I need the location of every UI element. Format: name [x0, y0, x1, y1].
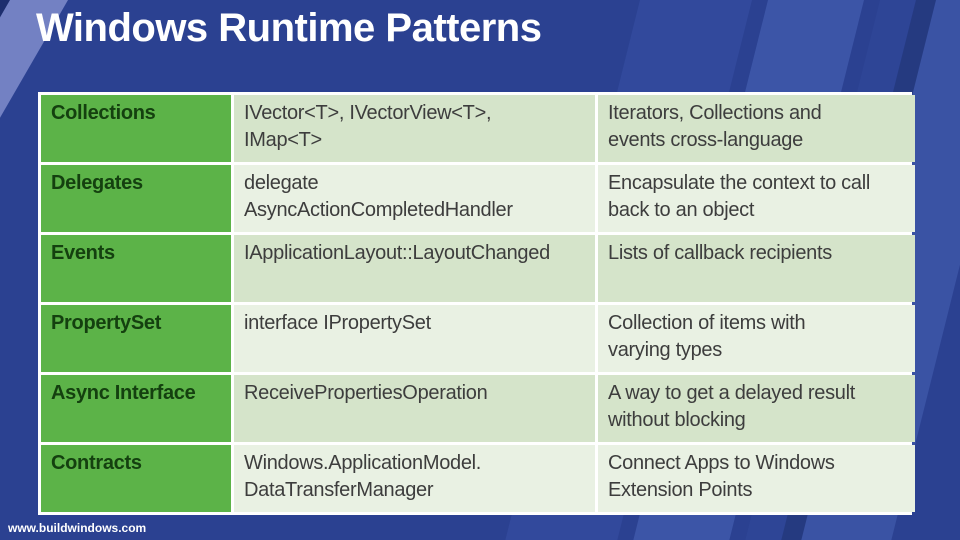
- purpose-cell: Iterators, Collections and events cross-…: [598, 95, 915, 162]
- patterns-table: Collections IVector<T>, IVectorView<T>, …: [38, 92, 915, 515]
- api-cell: ReceivePropertiesOperation: [234, 375, 595, 442]
- api-cell: interface IPropertySet: [234, 305, 595, 372]
- pattern-cell: Async Interface: [41, 375, 231, 442]
- pattern-cell: Delegates: [41, 165, 231, 232]
- purpose-cell: A way to get a delayed result without bl…: [598, 375, 915, 442]
- purpose-cell: Connect Apps to Windows Extension Points: [598, 445, 915, 512]
- purpose-cell: Collection of items with varying types: [598, 305, 915, 372]
- slide-title: Windows Runtime Patterns: [36, 6, 542, 50]
- api-cell: IApplicationLayout::LayoutChanged: [234, 235, 595, 302]
- pattern-cell: PropertySet: [41, 305, 231, 372]
- purpose-cell: Lists of callback recipients: [598, 235, 915, 302]
- api-cell: IVector<T>, IVectorView<T>, IMap<T>: [234, 95, 595, 162]
- pattern-cell: Contracts: [41, 445, 231, 512]
- footer-url: www.buildwindows.com: [8, 521, 147, 535]
- pattern-cell: Collections: [41, 95, 231, 162]
- pattern-cell: Events: [41, 235, 231, 302]
- purpose-cell: Encapsulate the context to call back to …: [598, 165, 915, 232]
- api-cell: delegate AsyncActionCompletedHandler: [234, 165, 595, 232]
- api-cell: Windows.ApplicationModel. DataTransferMa…: [234, 445, 595, 512]
